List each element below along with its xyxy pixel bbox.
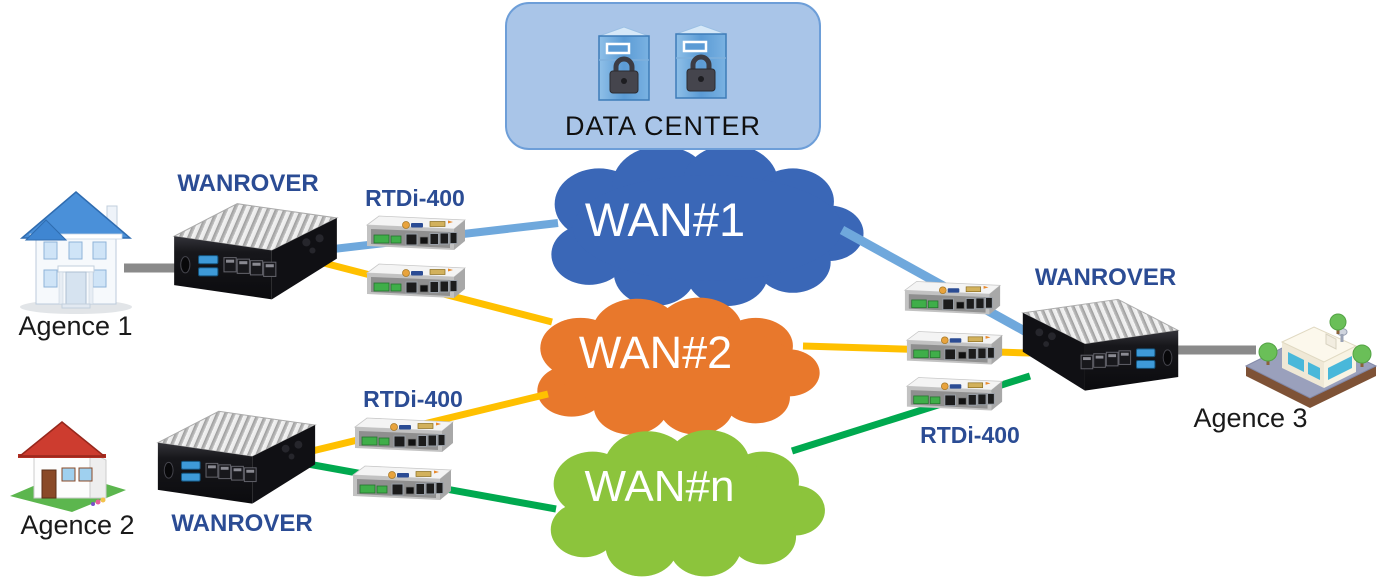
wanrover-device-1 (166, 196, 344, 306)
secure-server-icon (595, 24, 653, 106)
cloud-label-wan1: WAN#1 (584, 193, 746, 246)
padlock-icon (686, 54, 716, 92)
site-label-agence1: Agence 1 (18, 311, 133, 341)
site-label-agence3: Agence 3 (1193, 403, 1308, 433)
cloud-label-wan2: WAN#2 (578, 327, 733, 378)
wanrover-device-3 (1016, 292, 1186, 397)
tree-icon (1258, 313, 1372, 367)
secure-server-icon (672, 22, 730, 104)
rtdi-label-right: RTDi-400 (920, 422, 1020, 448)
rtdi-device-a2 (364, 260, 469, 302)
rtdi-device-b2 (350, 462, 455, 504)
rtdi-label-bottom-left: RTDi-400 (363, 386, 463, 412)
padlock-icon (609, 56, 639, 94)
site-label-agence2: Agence 2 (20, 510, 135, 540)
rtdi-device-a1 (364, 212, 469, 254)
rtdi-device-b1 (352, 414, 457, 456)
rtdi-device-r2 (904, 328, 1006, 368)
house-blue-roof-icon (12, 176, 140, 316)
office-building-icon (1238, 294, 1383, 412)
wanrover-label-3: WANROVER (1034, 264, 1177, 291)
wanrover-device-2 (150, 404, 322, 510)
wanrover-label-1: WANROVER (177, 170, 319, 197)
link-wan1-wanrover3 (839, 226, 1033, 338)
wanrover-label-2: WANROVER (171, 510, 313, 537)
rtdi-label-top: RTDi-400 (365, 185, 465, 211)
rtdi-device-r3 (904, 374, 1006, 414)
rtdi-device-r1 (902, 278, 1004, 318)
cloud-label-wann: WAN#n (584, 462, 735, 511)
house-red-roof-icon (6, 410, 128, 512)
datacenter-box: DATA CENTER (505, 2, 821, 150)
datacenter-label: DATA CENTER (564, 111, 762, 141)
